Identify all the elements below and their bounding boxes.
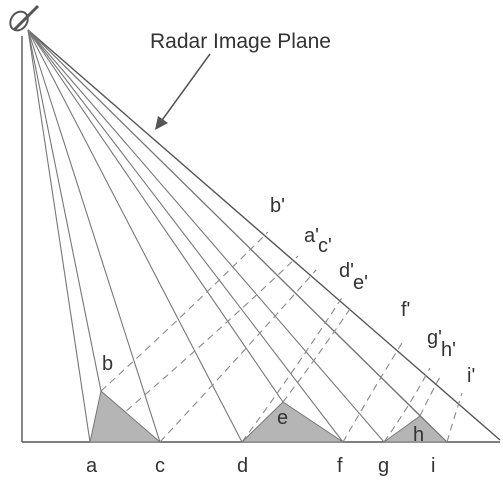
range-arc xyxy=(159,269,317,443)
label-i-prime: i' xyxy=(467,365,475,387)
label-h: h xyxy=(413,424,424,446)
range-arc xyxy=(100,231,269,392)
label-d-prime: d' xyxy=(339,260,354,282)
range-arc xyxy=(241,295,344,443)
ray xyxy=(27,29,385,443)
ray xyxy=(27,29,161,443)
label-d: d xyxy=(237,455,248,477)
label-f-prime: f' xyxy=(401,299,410,321)
label-e: e xyxy=(277,407,288,429)
range-arc xyxy=(419,376,441,417)
ray xyxy=(27,29,344,443)
label-h-prime: h' xyxy=(441,339,456,361)
label-i: i xyxy=(431,455,435,477)
label-f: f xyxy=(337,455,343,477)
ray xyxy=(27,29,284,403)
range-arc xyxy=(282,305,353,403)
radar-image-plane-line xyxy=(27,29,501,441)
label-b: b xyxy=(102,353,113,375)
ray xyxy=(27,29,91,443)
label-a: a xyxy=(86,455,98,477)
label-g: g xyxy=(378,455,389,477)
ray xyxy=(27,29,102,392)
label-g-prime: g' xyxy=(427,327,442,349)
label-e-prime: e' xyxy=(353,272,368,294)
label-c-prime: c' xyxy=(318,235,332,257)
label-c: c xyxy=(155,455,165,477)
arrow-indicator xyxy=(155,53,211,130)
object-triangle-b xyxy=(89,390,162,443)
range-arc xyxy=(383,367,431,443)
ray xyxy=(27,29,448,443)
label-b-prime: b' xyxy=(270,195,285,217)
label-a-prime: a' xyxy=(304,225,319,247)
range-arc xyxy=(342,342,403,443)
radar-image-plane-title: Radar Image Plane xyxy=(150,30,331,53)
radar-antenna-icon xyxy=(9,4,40,32)
radar-rays xyxy=(27,29,448,443)
object-triangle-e xyxy=(240,401,345,443)
ray xyxy=(27,29,243,443)
range-arc xyxy=(446,392,463,443)
object-triangle-h xyxy=(382,415,449,443)
